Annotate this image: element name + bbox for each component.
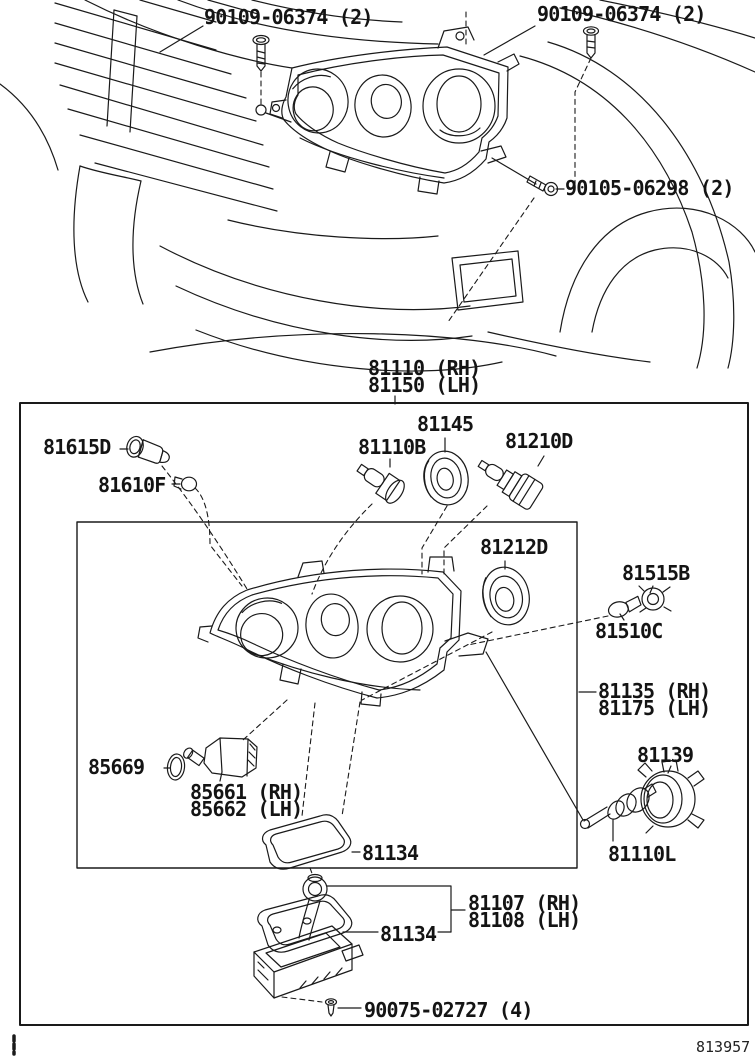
retainer-ring-81139-icon (638, 760, 704, 833)
callout-screw-top-left: 90109-06374 (2) (204, 5, 373, 29)
hid-bulb-81110l-icon (581, 784, 657, 829)
callout-81615d: 81615D (43, 435, 111, 459)
callout-81515b: 81515B (622, 561, 690, 585)
oring-85669-icon (166, 753, 186, 781)
callout-unit-lh: 81175 (LH) (598, 696, 711, 720)
inner-unit-box (77, 522, 577, 868)
callout-81110l: 81110L (608, 842, 676, 866)
bulb-81110b-icon (352, 457, 408, 507)
callout-81610f: 81610F (98, 473, 166, 497)
leader-lines-top (160, 10, 591, 404)
fog-socket-85661-icon (182, 738, 257, 777)
screw-icon-top-left (253, 36, 269, 116)
callout-81510c: 81510C (595, 619, 663, 643)
callout-81134-lower: 81134 (380, 922, 437, 946)
callout-fog-lh: 85662 (LH) (190, 797, 303, 821)
screw-icon-top-right (584, 27, 599, 58)
headlamp-assembly-top-drawing (270, 27, 519, 194)
callout-81145: 81145 (417, 412, 474, 436)
car-front-illustration (0, 0, 755, 371)
callout-screw-ballast: 90075-02727 (4) (364, 998, 533, 1022)
callout-assy-lh: 81150 (LH) (368, 373, 481, 397)
callout-85669: 85669 (88, 755, 145, 779)
screw-icon-ballast (326, 999, 337, 1016)
grommet-81212d-icon (477, 563, 534, 629)
socket-81515b-icon (639, 586, 671, 612)
headlamp-unit-drawing (198, 557, 488, 706)
callout-81210d: 81210D (505, 429, 573, 453)
callout-igniter-lh: 81108 (LH) (468, 908, 581, 932)
callout-igniter-rh: 81107 (RH) (468, 891, 581, 915)
igniter-ballast-drawing (254, 875, 465, 1017)
callout-fog-rh: 85661 (RH) (190, 780, 303, 804)
callout-bolt-side: 90105-06298 (2) (565, 176, 734, 200)
callout-81134: 81134 (362, 841, 419, 865)
figure-code: 813957 (696, 1038, 751, 1056)
gasket-81134-icon (263, 815, 351, 869)
callout-unit-rh: 81135 (RH) (598, 679, 711, 703)
bulb-81210d-icon (472, 450, 544, 510)
callout-81212d: 81212D (480, 535, 548, 559)
outer-frame-box (20, 403, 748, 1025)
callout-screw-top-right: 90109-06374 (2) (537, 2, 706, 26)
grommet-81145-icon (420, 448, 473, 509)
callout-81139: 81139 (637, 743, 694, 767)
bolt-icon-side (527, 176, 558, 196)
callout-81110b: 81110B (358, 435, 426, 459)
bulb-81510c-icon (607, 596, 643, 619)
socket-bulb-81615d-icon (124, 434, 172, 466)
leader-lines-box (120, 438, 671, 876)
callout-assy-rh: 81110 (RH) (368, 356, 481, 380)
